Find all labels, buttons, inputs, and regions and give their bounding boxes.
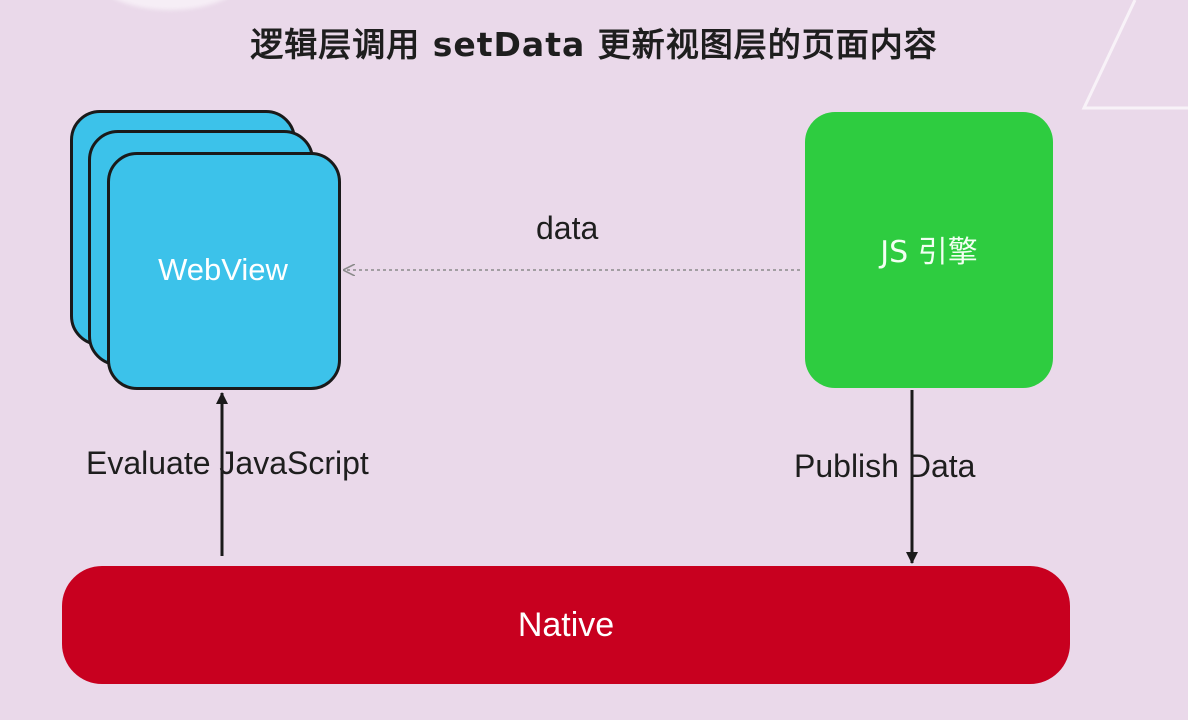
evaluate-javascript-edge-label: Evaluate JavaScript xyxy=(86,445,369,481)
native-node: Native xyxy=(62,566,1070,684)
native-label: Native xyxy=(517,605,615,644)
diagram-title: 逻辑层调用 setData 更新视图层的页面内容 xyxy=(250,25,938,64)
decorative-blob xyxy=(90,0,250,10)
webview-label: WebView xyxy=(158,252,288,287)
decorative-triangle xyxy=(1081,0,1188,110)
publish-data-edge-label: Publish Data xyxy=(794,448,976,484)
js-engine-label: JS 引擎 xyxy=(880,234,978,270)
data-edge-label: data xyxy=(536,210,599,246)
webview-node: WebView xyxy=(107,152,341,390)
js-engine-node: JS 引擎 xyxy=(805,112,1053,388)
